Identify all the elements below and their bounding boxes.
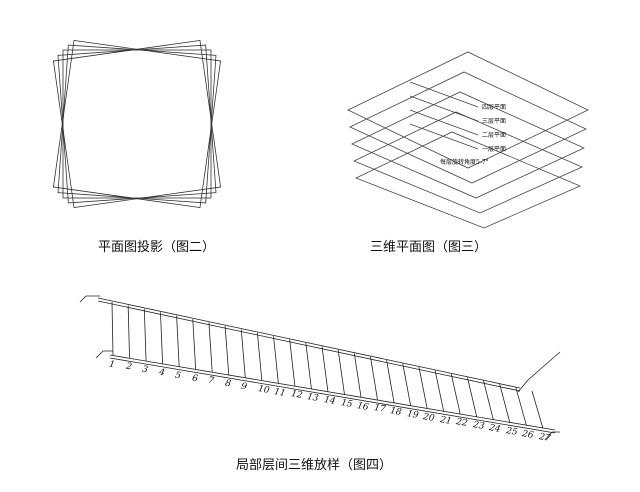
floor-plane-outline — [347, 51, 589, 169]
riser-line — [450, 373, 461, 415]
bottom-rail — [109, 357, 556, 434]
riser-line — [240, 329, 246, 378]
step-number: 18 — [389, 406, 403, 419]
riser-line — [273, 336, 279, 384]
riser-line — [337, 349, 345, 395]
riser-line — [208, 322, 213, 373]
landing-edge — [95, 350, 113, 359]
floor-label: 一层平面 — [482, 146, 507, 153]
step-number: 8 — [223, 378, 232, 390]
riser-line — [386, 360, 395, 404]
floor-plane-outline — [349, 71, 587, 184]
step-number: 13 — [306, 392, 320, 405]
riser-line — [466, 377, 478, 418]
riser-line — [111, 301, 114, 356]
top-rail — [97, 300, 521, 392]
riser-line — [499, 384, 511, 423]
riser-line — [515, 387, 527, 426]
bottom-rail — [109, 354, 556, 431]
step-number: 14 — [323, 395, 337, 407]
riser-line — [160, 312, 164, 364]
leader-line — [409, 95, 479, 122]
leader-line — [409, 109, 479, 136]
step-number: 23 — [472, 420, 486, 433]
step-number: 16 — [356, 400, 370, 413]
riser-line — [305, 343, 312, 390]
step-number: 6 — [190, 373, 199, 384]
step-number: 19 — [405, 409, 419, 421]
caption-three-d-plan: 三维平面图（图三） — [370, 240, 488, 255]
riser-line — [256, 332, 263, 381]
riser-line — [321, 346, 329, 393]
step-number: 2 — [124, 361, 133, 373]
landing-edge — [544, 431, 560, 441]
caption-stair-lofting: 局部层间三维放样（图四） — [236, 458, 393, 473]
step-number: 10 — [257, 383, 271, 396]
riser-line — [434, 370, 445, 412]
riser-line — [370, 356, 379, 401]
floor-label: 三层平面 — [482, 118, 507, 125]
rotated-floor-square — [52, 39, 222, 209]
rotation-note: 每层旋转角度5-7° — [440, 159, 489, 166]
riser-line — [353, 353, 362, 398]
floor-plane-outline — [351, 91, 585, 199]
step-number: 26 — [521, 428, 535, 441]
stair-lofting-diagram — [79, 295, 561, 441]
step-number: 20 — [422, 411, 436, 424]
step-number: 25 — [505, 425, 519, 438]
caption-plan-projection: 平面图投影（图二） — [98, 240, 216, 255]
floor-plane-outline — [354, 131, 582, 229]
rotated-floor-square — [57, 44, 217, 204]
rotated-floor-square — [62, 49, 212, 199]
landing-edge — [517, 351, 561, 393]
riser-line — [127, 305, 130, 359]
riser-line — [192, 319, 197, 370]
step-number: 15 — [339, 397, 353, 410]
leader-line — [409, 123, 479, 150]
riser-line — [418, 366, 428, 409]
plan-projection-diagram — [52, 39, 222, 209]
step-number: 27 — [538, 431, 552, 444]
riser-line — [289, 339, 296, 387]
riser-line — [483, 380, 494, 421]
riser-line — [402, 363, 412, 407]
riser-line — [224, 325, 230, 376]
step-number: 24 — [488, 423, 502, 435]
floor-label: 四层平面 — [482, 104, 507, 111]
riser-line — [143, 308, 147, 362]
step-number: 21 — [438, 414, 452, 427]
landing-edge — [79, 295, 100, 303]
step-number: 4 — [157, 367, 166, 379]
rotated-floor-square — [52, 39, 222, 209]
step-number: 11 — [273, 386, 287, 399]
rotated-floor-square — [57, 44, 217, 204]
riser-line — [531, 390, 544, 429]
riser-line — [176, 315, 180, 367]
top-rail — [97, 297, 521, 389]
three-d-plan-diagram — [347, 51, 589, 229]
floor-label: 二层平面 — [482, 132, 507, 139]
leader-line — [409, 81, 479, 108]
